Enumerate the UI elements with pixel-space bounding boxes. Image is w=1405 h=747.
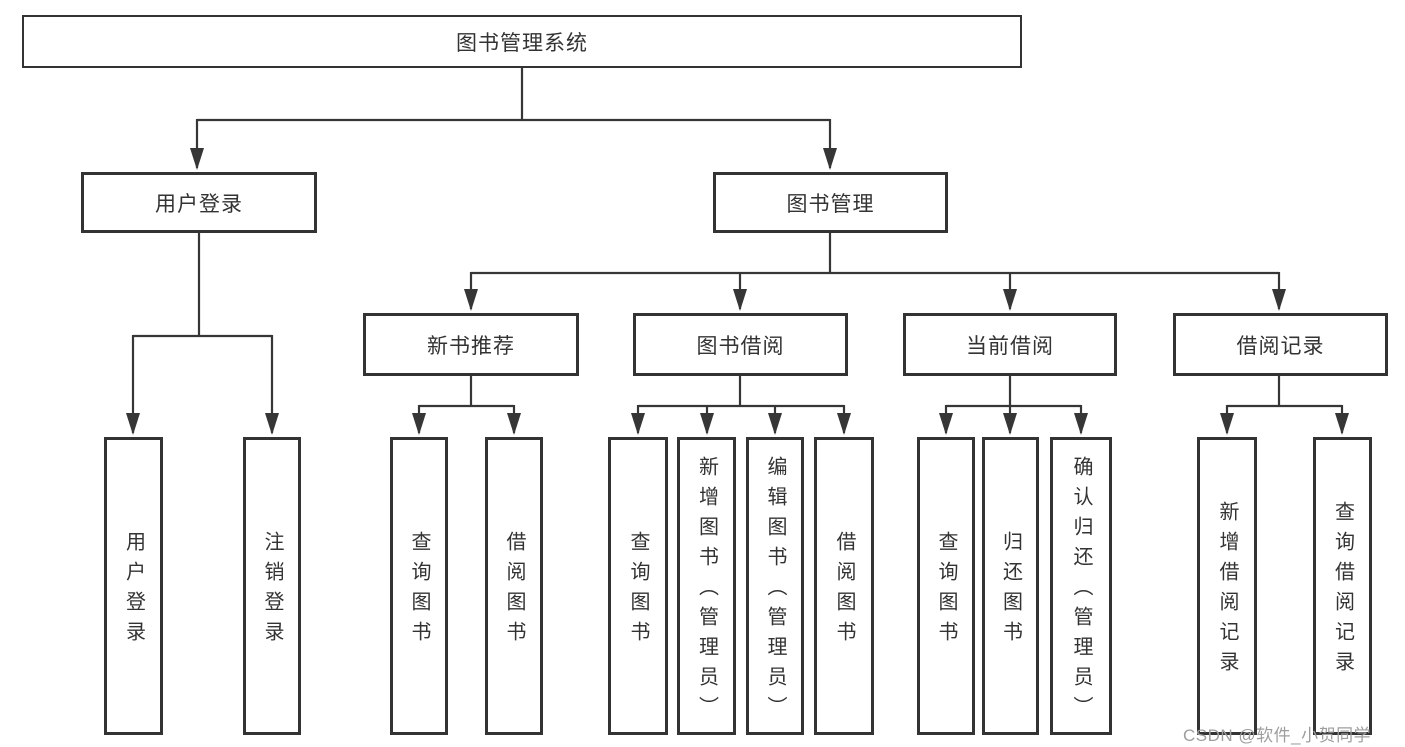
leaf-borrow-books-recommend-label: 借阅图书 [503,531,525,651]
leaf-query-books-borrowing: 查询图书 [608,437,668,735]
leaf-user-login: 用户登录 [104,437,163,735]
node-user-login-label: 用户登录 [155,192,243,216]
node-book-management-label: 图书管理 [786,192,875,216]
node-book-borrowing: 图书借阅 [633,313,848,376]
node-current-borrowing: 当前借阅 [903,313,1117,376]
node-borrowing-records: 借阅记录 [1173,313,1388,376]
leaf-borrow-books-borrowing: 借阅图书 [814,437,874,735]
leaf-query-books-current-label: 查询图书 [935,531,957,651]
node-new-book-recommendation-label: 新书推荐 [427,334,515,358]
node-book-borrowing-label: 图书借阅 [696,334,785,358]
leaf-borrow-books-borrowing-label: 借阅图书 [833,531,855,651]
leaf-return-books-label: 归还图书 [999,531,1022,651]
node-borrowing-records-label: 借阅记录 [1236,334,1325,358]
node-current-borrowing-label: 当前借阅 [966,334,1054,358]
node-library-system: 图书管理系统 [22,15,1022,68]
leaf-query-books-borrowing-label: 查询图书 [627,531,649,651]
leaf-edit-books-admin: 编辑图书（管理员） [746,437,804,735]
leaf-query-books-current: 查询图书 [917,437,975,735]
leaf-confirm-return-admin: 确认归还（管理员） [1050,437,1112,735]
node-user-login: 用户登录 [81,172,317,233]
leaf-edit-books-admin-label: 编辑图书（管理员） [764,456,786,726]
leaf-add-books-admin: 新增图书（管理员） [677,437,736,735]
watermark: CSDN @软件_小贺同学 [1183,726,1372,745]
leaf-confirm-return-admin-label: 确认归还（管理员） [1070,456,1092,726]
leaf-user-login-label: 用户登录 [122,531,145,651]
leaf-return-books: 归还图书 [982,437,1039,735]
leaf-add-books-admin-label: 新增图书（管理员） [695,456,718,726]
node-library-system-label: 图书管理系统 [456,31,588,55]
leaf-add-borrowing-record: 新增借阅记录 [1197,437,1257,735]
leaf-query-books-recommend: 查询图书 [390,437,448,735]
leaf-query-borrowing-record-label: 查询借阅记录 [1331,501,1354,681]
leaf-borrow-books-recommend: 借阅图书 [485,437,543,735]
leaf-query-books-recommend-label: 查询图书 [408,531,430,651]
node-book-management: 图书管理 [713,172,948,233]
leaf-logout-login-label: 注销登录 [261,531,283,651]
leaf-add-borrowing-record-label: 新增借阅记录 [1216,501,1238,681]
node-new-book-recommendation: 新书推荐 [363,313,579,376]
leaf-logout-login: 注销登录 [243,437,301,735]
leaf-query-borrowing-record: 查询借阅记录 [1313,437,1372,735]
